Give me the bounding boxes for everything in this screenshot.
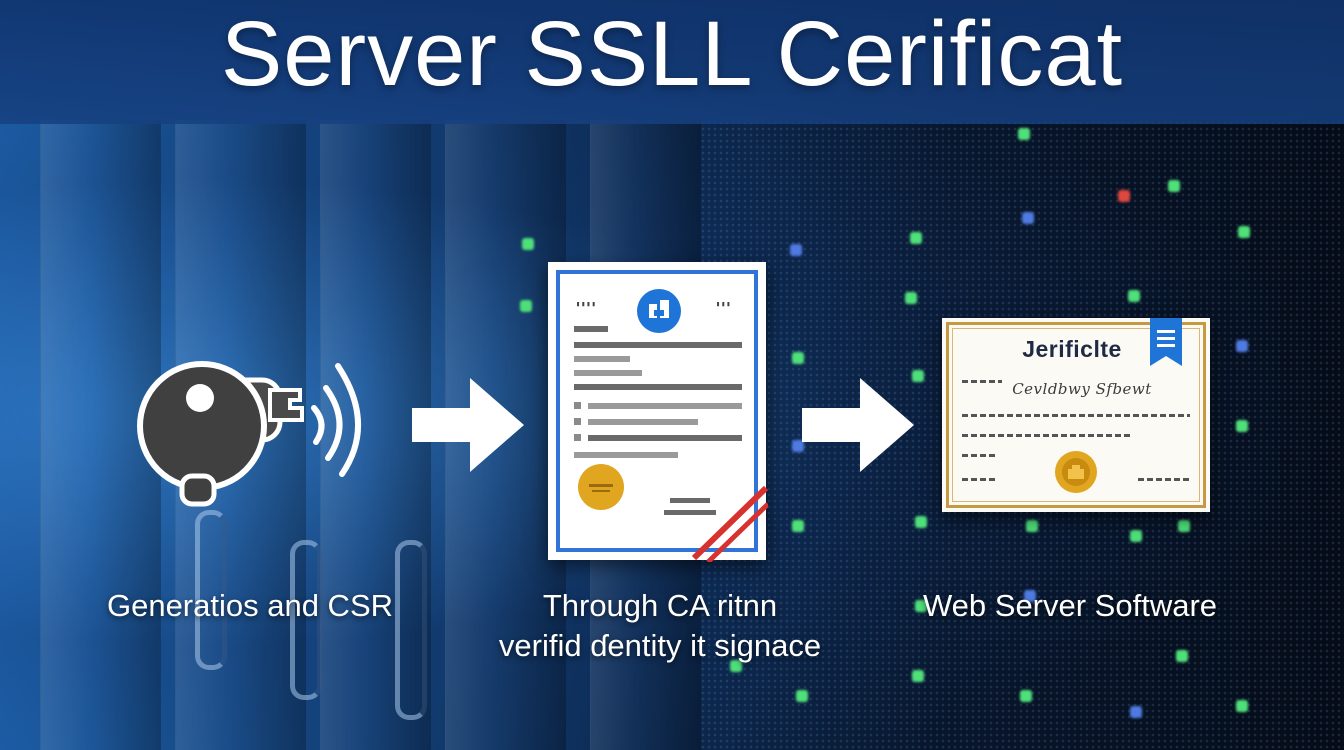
status-light bbox=[1130, 706, 1142, 718]
signature-line bbox=[1138, 478, 1190, 481]
status-light bbox=[910, 232, 922, 244]
document-frame bbox=[556, 270, 758, 552]
text-line bbox=[574, 356, 630, 362]
rack-handle bbox=[290, 540, 322, 700]
status-light bbox=[730, 660, 742, 672]
text-line bbox=[574, 342, 742, 348]
text-line bbox=[574, 452, 678, 458]
status-light bbox=[1128, 290, 1140, 302]
text-line bbox=[962, 434, 1132, 437]
blue-emblem-icon bbox=[637, 289, 681, 333]
status-light bbox=[1178, 520, 1190, 532]
status-light bbox=[1020, 690, 1032, 702]
page-title: Server SSLL Cerificat bbox=[220, 3, 1124, 105]
status-light bbox=[520, 300, 532, 312]
status-light bbox=[796, 690, 808, 702]
text-line bbox=[588, 419, 698, 425]
status-light bbox=[790, 244, 802, 256]
step-1-caption: Generatios and CSR bbox=[60, 586, 440, 626]
gold-seal-icon bbox=[578, 464, 624, 510]
certificate-border bbox=[946, 322, 1206, 508]
list-bullet bbox=[574, 434, 581, 441]
framed-certificate-icon: Jerificlte Cevldbwy Sfbewt bbox=[942, 318, 1210, 512]
key-icon bbox=[137, 361, 361, 507]
gold-seal-icon bbox=[1055, 451, 1097, 493]
status-light bbox=[792, 352, 804, 364]
document-header-mark: ▮▮▮▮ bbox=[576, 300, 597, 308]
document-header-mark: ▮▮▮ bbox=[716, 300, 732, 308]
status-light bbox=[1130, 530, 1142, 542]
certificate-inner-border bbox=[952, 328, 1200, 502]
status-light bbox=[1236, 700, 1248, 712]
status-light bbox=[1118, 190, 1130, 202]
certificate-heading: Jerificlte bbox=[1022, 336, 1122, 362]
signature-line bbox=[664, 510, 716, 515]
text-line bbox=[962, 414, 1190, 417]
arrow-right-icon bbox=[412, 378, 524, 472]
status-light bbox=[792, 520, 804, 532]
status-light bbox=[1024, 590, 1036, 602]
step-3-caption: Web Server Software bbox=[880, 586, 1260, 626]
text-line bbox=[588, 435, 742, 441]
status-light bbox=[1168, 180, 1180, 192]
title-banner bbox=[0, 0, 1344, 124]
status-light bbox=[1026, 520, 1038, 532]
caption-line: Through CA ritnn bbox=[542, 588, 778, 623]
status-light bbox=[1176, 650, 1188, 662]
red-ribbon-icon bbox=[691, 485, 768, 562]
text-line bbox=[962, 380, 1002, 383]
text-line bbox=[574, 326, 608, 332]
certificate-document-icon: ▮▮▮▮ ▮▮▮ bbox=[548, 262, 768, 562]
list-bullet bbox=[574, 402, 581, 409]
status-light bbox=[1236, 420, 1248, 432]
text-line bbox=[588, 403, 742, 409]
caption-line: Generatios and CSR bbox=[106, 588, 394, 623]
status-light bbox=[1236, 340, 1248, 352]
status-light bbox=[522, 238, 534, 250]
list-bullet bbox=[574, 418, 581, 425]
status-light bbox=[792, 440, 804, 452]
status-light bbox=[915, 600, 927, 612]
text-line bbox=[962, 454, 998, 457]
arrow-right-icon bbox=[802, 378, 914, 472]
caption-line: verifid ɗentity it signace bbox=[498, 628, 822, 663]
status-light bbox=[1238, 226, 1250, 238]
certificate-script-line: Cevldbwy Sfbewt bbox=[1012, 380, 1152, 398]
signature-line bbox=[962, 478, 998, 481]
text-line bbox=[574, 384, 742, 390]
signature-line bbox=[670, 498, 710, 503]
status-light bbox=[905, 292, 917, 304]
rack-handle bbox=[195, 510, 227, 670]
status-light bbox=[912, 370, 924, 382]
ribbon-badge-icon bbox=[1150, 318, 1182, 366]
status-light bbox=[1022, 212, 1034, 224]
caption-line: Web Server Software bbox=[922, 588, 1218, 623]
status-light bbox=[912, 670, 924, 682]
step-2-caption: Through CA ritnn verifid ɗentity it sign… bbox=[430, 586, 890, 666]
status-light bbox=[915, 516, 927, 528]
status-light bbox=[1018, 128, 1030, 140]
rack-handle bbox=[395, 540, 427, 720]
text-line bbox=[574, 370, 642, 376]
